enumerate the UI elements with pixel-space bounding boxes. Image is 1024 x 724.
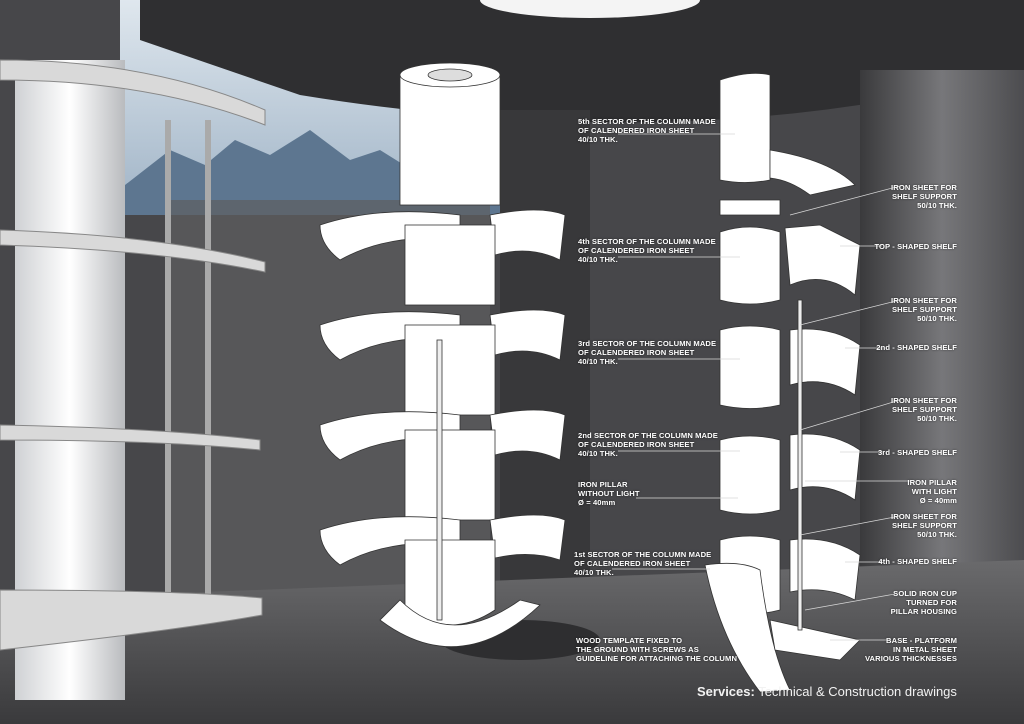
label-line: 2nd - SHAPED SHELF xyxy=(876,343,957,352)
label-line: 50/10 THK. xyxy=(917,530,957,539)
label-line: IRON SHEET FOR xyxy=(891,183,957,192)
label-3rd-shaped-shelf: 3rd - SHAPED SHELF xyxy=(878,448,957,457)
label-line: WITHOUT LIGHT xyxy=(578,489,640,498)
label-line: 4th SECTOR OF THE COLUMN MADE xyxy=(578,237,716,246)
label-line: OF CALENDERED IRON SHEET xyxy=(578,348,695,357)
label-line: TOP - SHAPED SHELF xyxy=(874,242,957,251)
label-line: 1st SECTOR OF THE COLUMN MADE xyxy=(574,550,712,559)
label-line: 50/10 THK. xyxy=(917,201,957,210)
label-line: SHELF SUPPORT xyxy=(891,305,957,314)
label-2nd-shaped-shelf: 2nd - SHAPED SHELF xyxy=(876,343,957,352)
label-line: SHELF SUPPORT xyxy=(891,405,957,414)
label-line: 40/10 THK. xyxy=(574,568,614,577)
label-top-shaped-shelf: TOP - SHAPED SHELF xyxy=(874,242,957,251)
label-line: WITH LIGHT xyxy=(911,487,957,496)
footer-caption: Services: Technical & Construction drawi… xyxy=(697,684,957,699)
label-line: VARIOUS THICKNESSES xyxy=(864,654,957,663)
label-line: IRON SHEET FOR xyxy=(891,512,957,521)
ceiling xyxy=(140,0,1024,123)
label-line: OF CALENDERED IRON SHEET xyxy=(578,440,695,449)
label-line: PILLAR HOUSING xyxy=(890,607,957,616)
label-line: BASE - PLATFORM xyxy=(886,636,957,645)
label-line: 50/10 THK. xyxy=(917,314,957,323)
label-line: 40/10 THK. xyxy=(578,135,618,144)
label-line: SHELF SUPPORT xyxy=(891,192,957,201)
label-line: 3rd - SHAPED SHELF xyxy=(877,448,957,457)
label-line: SHELF SUPPORT xyxy=(891,521,957,530)
label-line: 2nd SECTOR OF THE COLUMN MADE xyxy=(578,431,718,440)
label-line: IRON PILLAR xyxy=(578,480,628,489)
leader-lines xyxy=(612,133,910,641)
label-line: TURNED FOR xyxy=(906,598,957,607)
label-line: IN METAL SHEET xyxy=(893,645,957,654)
label-line: 40/10 THK. xyxy=(578,357,618,366)
label-line: SOLID IRON CUP xyxy=(893,589,957,598)
footer-section: Services: xyxy=(697,684,755,699)
left-shelving-unit xyxy=(0,59,266,700)
label-4th-shaped-shelf: 4th - SHAPED SHELF xyxy=(878,557,957,566)
shelf-level xyxy=(319,209,566,306)
label-line: 40/10 THK. xyxy=(578,255,618,264)
label-line: Ø = 40mm xyxy=(578,498,616,507)
label-line: IRON PILLAR xyxy=(907,478,957,487)
label-line: OF CALENDERED IRON SHEET xyxy=(578,246,695,255)
label-line: OF CALENDERED IRON SHEET xyxy=(578,126,695,135)
label-line: THE GROUND WITH SCREWS AS xyxy=(576,645,699,654)
footer-title: Technical & Construction drawings xyxy=(754,684,957,699)
label-line: 4th - SHAPED SHELF xyxy=(878,557,957,566)
label-line: 50/10 THK. xyxy=(917,414,957,423)
label-line: IRON SHEET FOR xyxy=(891,296,957,305)
label-line: 40/10 THK. xyxy=(578,449,618,458)
label-line: 3rd SECTOR OF THE COLUMN MADE xyxy=(578,339,717,348)
label-line: WOOD TEMPLATE FIXED TO xyxy=(576,636,683,645)
label-line: OF CALENDERED IRON SHEET xyxy=(574,559,691,568)
label-line: Ø = 40mm xyxy=(919,496,957,505)
label-line: 5th SECTOR OF THE COLUMN MADE xyxy=(578,117,716,126)
label-line: GUIDELINE FOR ATTACHING THE COLUMN xyxy=(576,654,738,663)
label-line: IRON SHEET FOR xyxy=(891,396,957,405)
